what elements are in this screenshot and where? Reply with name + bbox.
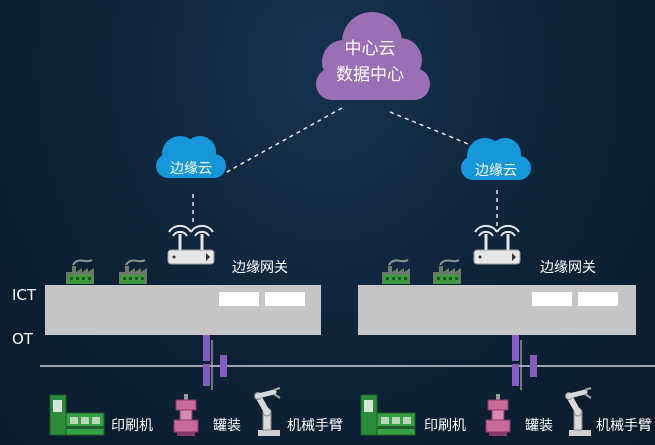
- link-center-edge-left: [224, 107, 343, 174]
- edge-cloud-right: 边缘云: [461, 138, 531, 180]
- center-cloud: 中心云 数据中心: [316, 12, 430, 100]
- factory-icon: [65, 259, 95, 285]
- gateway-right-label: 边缘网关: [540, 260, 596, 276]
- factory-icon: [118, 259, 148, 285]
- platform-left: 边缘网关: [45, 224, 321, 335]
- platform-slot: [219, 292, 259, 306]
- printer-icon: [49, 394, 105, 436]
- device-printer-label: 印刷机: [424, 418, 466, 434]
- factory-icon: [432, 259, 462, 285]
- canning-machine-icon: [173, 393, 199, 437]
- center-cloud-line1: 中心云: [345, 39, 396, 59]
- factory-icon: [381, 259, 411, 285]
- link-center-edge-right: [389, 111, 479, 149]
- canning-machine-icon: [485, 393, 511, 437]
- platform-slot: [532, 292, 572, 306]
- network-links: [192, 107, 498, 226]
- edge-cloud-left-label: 边缘云: [170, 161, 212, 177]
- cloud-icon: [316, 12, 430, 100]
- device-canning-label: 罐装: [213, 418, 241, 434]
- edge-cloud-right-label: 边缘云: [475, 163, 517, 179]
- device-robot-arm-label: 机械手臂: [287, 418, 343, 434]
- device-canning-label: 罐装: [525, 418, 553, 434]
- device-robot-arm-label: 机械手臂: [596, 418, 652, 434]
- platform-slot: [578, 292, 618, 306]
- robot-arm-icon: [255, 388, 281, 436]
- printer-icon: [360, 394, 416, 436]
- platform-slot: [265, 292, 305, 306]
- edge-cloud-left: 边缘云: [156, 136, 226, 178]
- devices-left: 印刷机 罐装 机械手臂: [49, 388, 343, 437]
- router-icon: [472, 224, 522, 266]
- center-cloud-line2: 数据中心: [336, 65, 404, 85]
- router-icon: [166, 224, 216, 266]
- connector-left: [203, 335, 227, 390]
- robot-arm-icon: [566, 388, 592, 436]
- connector-right: [512, 335, 537, 390]
- device-printer-label: 印刷机: [111, 418, 153, 434]
- layer-label-ot: OT: [12, 330, 34, 348]
- gateway-left-label: 边缘网关: [232, 260, 288, 276]
- layer-label-ict: ICT: [12, 286, 37, 304]
- devices-right: 印刷机 罐装 机械手臂: [360, 388, 652, 437]
- platform-right: 边缘网关: [358, 224, 636, 335]
